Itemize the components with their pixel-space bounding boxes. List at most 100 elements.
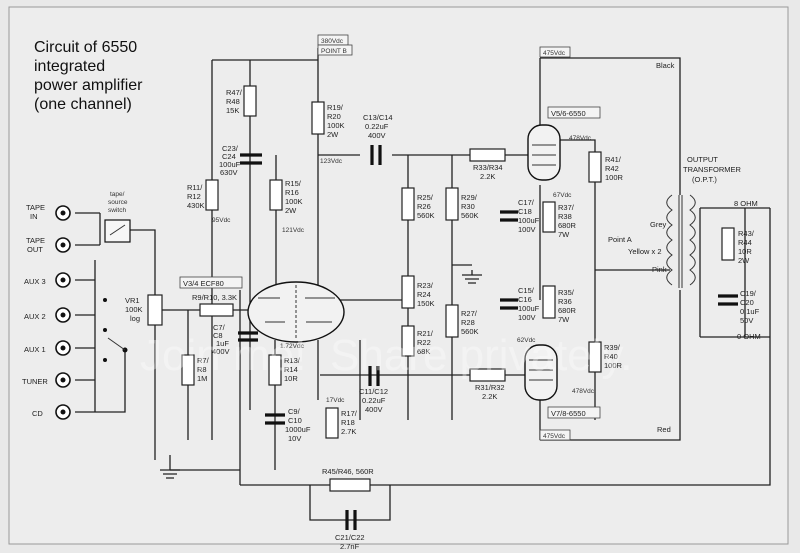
rail-v7-box <box>539 429 571 441</box>
input-label-aux3: AUX 3 <box>24 277 46 286</box>
svg-text:R21/: R21/ <box>417 329 434 338</box>
svg-text:R44: R44 <box>738 238 752 247</box>
point-b-box <box>317 44 353 56</box>
voltage-mid: 67Vdc <box>553 192 572 199</box>
svg-text:V3/4 ECF80: V3/4 ECF80 <box>183 279 224 288</box>
voltage-g2-top: 478Vdc <box>569 135 592 142</box>
voltage-r17: 17Vdc <box>326 397 345 404</box>
svg-text:R38: R38 <box>558 212 572 221</box>
svg-text:100R: 100R <box>605 173 624 182</box>
svg-text:OUTPUT: OUTPUT <box>687 155 718 164</box>
svg-text:400V: 400V <box>365 405 383 414</box>
svg-text:C21/C22: C21/C22 <box>335 533 365 542</box>
svg-text:R43/: R43/ <box>738 229 755 238</box>
svg-text:R33/R34: R33/R34 <box>473 163 503 172</box>
svg-text:C16: C16 <box>518 295 532 304</box>
resistor-r15: R15/ R16 100K 2W <box>269 179 303 215</box>
svg-text:source: source <box>108 199 128 206</box>
svg-text:R42: R42 <box>605 164 619 173</box>
svg-text:Red: Red <box>657 425 671 434</box>
svg-text:R8: R8 <box>197 365 207 374</box>
svg-text:7W: 7W <box>558 315 570 324</box>
svg-text:0.1uF: 0.1uF <box>740 307 760 316</box>
svg-text:R27/: R27/ <box>461 309 478 318</box>
svg-text:switch: switch <box>108 207 126 214</box>
svg-text:V7/8-6550: V7/8-6550 <box>551 409 586 418</box>
svg-text:C19/: C19/ <box>740 289 757 298</box>
svg-text:0.22uF: 0.22uF <box>362 396 386 405</box>
svg-text:TRANSFORMER: TRANSFORMER <box>683 165 742 174</box>
voltage-low: 62Vdc <box>517 337 536 344</box>
tube-v5-6550: V5/6-6550 <box>527 106 601 181</box>
svg-text:560K: 560K <box>417 211 435 220</box>
svg-text:R26: R26 <box>417 202 431 211</box>
title-line-2: integrated <box>34 58 105 75</box>
svg-text:Yellow x 2: Yellow x 2 <box>628 247 662 256</box>
svg-text:150K: 150K <box>417 299 435 308</box>
svg-text:R11/: R11/ <box>187 183 203 192</box>
selector-switch <box>103 298 128 362</box>
svg-text:log: log <box>130 314 140 323</box>
svg-text:400V: 400V <box>212 347 230 356</box>
svg-text:R23/: R23/ <box>417 281 434 290</box>
voltage-r15: 121Vdc <box>282 227 305 234</box>
svg-text:R13/: R13/ <box>284 356 301 365</box>
svg-text:(O.P.T.): (O.P.T.) <box>692 175 717 184</box>
svg-text:10R: 10R <box>738 247 752 256</box>
svg-text:630V: 630V <box>220 168 238 177</box>
title-line-1: Circuit of 6550 <box>34 39 137 56</box>
resistor-r47: R47/ R48 15K <box>226 85 257 117</box>
input-label-cd: CD <box>32 409 43 418</box>
voltage-g2-bottom: 478Vdc <box>572 388 595 395</box>
svg-text:2.7nF: 2.7nF <box>340 542 360 551</box>
resistor-r29: R29/ R30 560K <box>445 187 479 221</box>
input-jacks <box>55 205 71 420</box>
voltage-ecf-plate: 123Vdc <box>320 158 343 165</box>
resistor-r21: R21/ R22 68K <box>401 325 434 357</box>
resistor-r27: R27/ R28 560K <box>445 304 479 338</box>
svg-text:R35/: R35/ <box>558 288 575 297</box>
svg-text:R40: R40 <box>604 352 618 361</box>
svg-text:50V: 50V <box>740 316 753 325</box>
resistor-r19: R19/ R20 100K 2W <box>311 101 345 139</box>
capacitor-c17: C17/ C18 100uF 100V <box>500 198 540 234</box>
svg-text:100V: 100V <box>518 225 536 234</box>
svg-text:R18: R18 <box>341 418 355 427</box>
svg-text:R36: R36 <box>558 297 572 306</box>
capacitor-c19: C19/ C20 0.1uF 50V <box>718 289 760 325</box>
svg-text:R45/R46, 560R: R45/R46, 560R <box>322 467 374 476</box>
tape-source-switch: tape/ source switch <box>104 191 131 243</box>
svg-text:2.7K: 2.7K <box>341 427 356 436</box>
svg-text:C15/: C15/ <box>518 286 535 295</box>
svg-text:C20: C20 <box>740 298 754 307</box>
svg-text:2W: 2W <box>285 206 297 215</box>
svg-text:Point A: Point A <box>608 235 632 244</box>
svg-text:C23/: C23/ <box>222 144 239 153</box>
capacitor-c9: C9/ C10 1000uF 10V <box>265 407 311 443</box>
svg-text:100K: 100K <box>125 305 143 314</box>
resistor-r39: R39/ R40 100R <box>588 341 623 373</box>
input-label-tape-out-1: TAPE <box>26 236 45 245</box>
svg-text:680R: 680R <box>558 221 577 230</box>
svg-text:R15/: R15/ <box>285 179 302 188</box>
resistor-r45: R45/R46, 560R <box>322 467 374 492</box>
svg-text:2W: 2W <box>327 130 339 139</box>
svg-text:VR1: VR1 <box>125 296 140 305</box>
resistor-r33: R33/R34 2.2K <box>469 148 506 181</box>
svg-text:0 OHM: 0 OHM <box>737 332 761 341</box>
watermark-join: Join me! <box>140 331 306 380</box>
svg-text:100V: 100V <box>518 313 536 322</box>
input-label-tape-out-2: OUT <box>27 245 43 254</box>
svg-text:R39/: R39/ <box>604 343 621 352</box>
svg-text:100uF: 100uF <box>219 160 241 169</box>
svg-text:100uF: 100uF <box>518 304 540 313</box>
svg-text:R30: R30 <box>461 202 475 211</box>
svg-text:R14: R14 <box>284 365 298 374</box>
voltage-cathode: 1.72Vdc <box>280 343 305 350</box>
svg-text:R24: R24 <box>417 290 431 299</box>
svg-text:R25/: R25/ <box>417 193 434 202</box>
point-b-label: POINT B <box>321 48 347 55</box>
resistor-r31: R31/R32 2.2K <box>469 368 506 401</box>
svg-text:0.22uF: 0.22uF <box>365 122 389 131</box>
svg-text:100uF: 100uF <box>518 216 540 225</box>
